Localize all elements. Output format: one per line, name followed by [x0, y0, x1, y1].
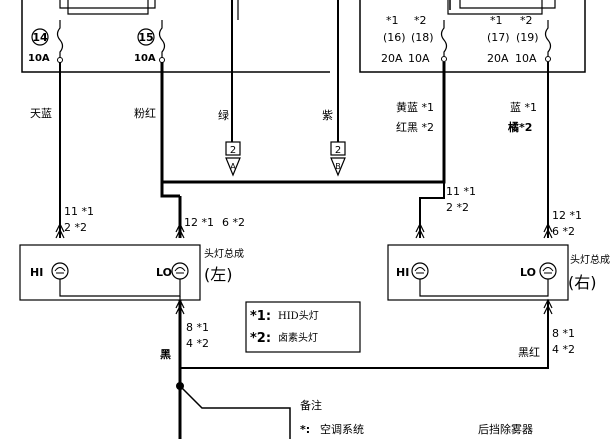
fuse-17-number: (17): [487, 31, 510, 44]
fuse-19-number: (19): [516, 31, 539, 44]
pin-left-gnd-1: 8 *1: [186, 321, 209, 334]
pin-left-gnd-2: 4 *2: [186, 337, 209, 350]
fuse-17-rating: 20A: [487, 52, 509, 65]
connector-purple-id: B: [335, 162, 341, 171]
fuse-pair-17-19: *1 *2 (17) (19) 20A 10A: [487, 14, 552, 65]
legend-box: *1: HID头灯 *2: 卤素头灯: [245, 301, 361, 353]
connector-green-id: A: [230, 162, 236, 171]
connector-purple-pin: 2: [335, 145, 341, 156]
right-headlamp-title: 头灯总成: [570, 253, 610, 266]
pin-left-hi-2: 2 *2: [64, 221, 87, 234]
fuse-15-number: 15: [138, 31, 153, 44]
notes-item-text: 空调系统: [320, 422, 364, 436]
wire-left-lo-feed: [175, 196, 185, 239]
label-purple: 紫: [322, 109, 333, 122]
notes-rear-defogger: 后挡除雾器: [478, 422, 533, 436]
left-headlamp-side: (左): [204, 265, 233, 284]
left-headlamp-title: 头灯总成: [204, 247, 244, 260]
fuse-bus-lines: [59, 0, 556, 15]
right-headlamp-side: (右): [568, 273, 597, 292]
left-hi-label: HI: [30, 266, 43, 279]
fuse-18-rating: 10A: [408, 52, 430, 65]
wire-blue: [543, 62, 553, 239]
legend-key-1: *1:: [250, 309, 271, 324]
label-pink: 粉红: [134, 107, 156, 120]
fuse-box: [21, 0, 586, 73]
fuse-15-rating: 10A: [134, 53, 156, 64]
connector-purple: 2 B: [330, 141, 346, 177]
pin-left-lo-1: 12 *1: [184, 216, 214, 229]
label-blue: 蓝 *1: [510, 101, 537, 114]
pin-right-hi-2: 2 *2: [446, 201, 469, 214]
fuse-19-rating: 10A: [515, 52, 537, 65]
wire-black-red: [180, 298, 553, 369]
pin-right-gnd-1: 8 *1: [552, 327, 575, 340]
headlamp-right: HI LO: [387, 244, 569, 301]
fuse-18-ref: *2: [414, 14, 427, 27]
right-lo-bulb-icon: [539, 262, 557, 280]
label-orange: 橘*2: [507, 120, 532, 134]
legend-value-2: 卤素头灯: [278, 331, 318, 344]
label-red-black: 红黑 *2: [396, 121, 434, 134]
fuse-14-number: 14: [32, 31, 48, 44]
pin-left-hi-1: 11 *1: [64, 205, 94, 218]
fuse-16-rating: 20A: [381, 52, 403, 65]
left-lo-bulb-icon: [171, 262, 189, 280]
pin-left-lo-2: 6 *2: [222, 216, 245, 229]
right-hi-label: HI: [396, 266, 409, 279]
right-hi-bulb-icon: [411, 262, 429, 280]
legend-value-1: HID头灯: [278, 310, 319, 322]
fuse-15: 15 10A: [134, 20, 166, 64]
wire-green: [231, 0, 239, 142]
left-lo-label: LO: [156, 266, 172, 279]
pin-right-hi-1: 11 *1: [446, 185, 476, 198]
fuse-19-ref: *2: [520, 14, 533, 27]
pin-right-lo-2: 6 *2: [552, 225, 575, 238]
notes-item-key: *:: [300, 423, 310, 436]
wire-black: [175, 298, 291, 439]
fuse-16-ref: *1: [386, 14, 399, 27]
pin-right-lo-1: 12 *1: [552, 209, 582, 222]
fuse-14-rating: 10A: [28, 53, 50, 64]
wire-pink: [160, 62, 180, 198]
fuse-pair-16-18: *1 *2 (16) (18) 20A 10A: [381, 14, 448, 65]
fuse-18-number: (18): [411, 31, 434, 44]
label-sky-blue: 天蓝: [30, 107, 52, 120]
legend-key-2: *2:: [250, 331, 271, 346]
fuse-17-ref: *1: [490, 14, 503, 27]
notes-title: 备注: [300, 398, 322, 412]
pin-right-gnd-2: 4 *2: [552, 343, 575, 356]
fuse-16-number: (16): [383, 31, 406, 44]
connector-green-pin: 2: [230, 145, 236, 156]
right-lo-label: LO: [520, 266, 536, 279]
fuse-14: 14 10A: [28, 20, 64, 64]
wire-sky-blue: [55, 62, 65, 239]
wire-yellow-blue: [160, 62, 446, 239]
label-green: 绿: [218, 108, 229, 122]
label-black: 黑: [160, 348, 171, 361]
headlamp-left: HI LO: [19, 244, 201, 301]
left-hi-bulb-icon: [51, 262, 69, 280]
label-black-red: 黑红: [518, 346, 540, 359]
connector-green: 2 A: [225, 141, 241, 177]
label-yellow-blue: 黄蓝 *1: [396, 100, 434, 114]
